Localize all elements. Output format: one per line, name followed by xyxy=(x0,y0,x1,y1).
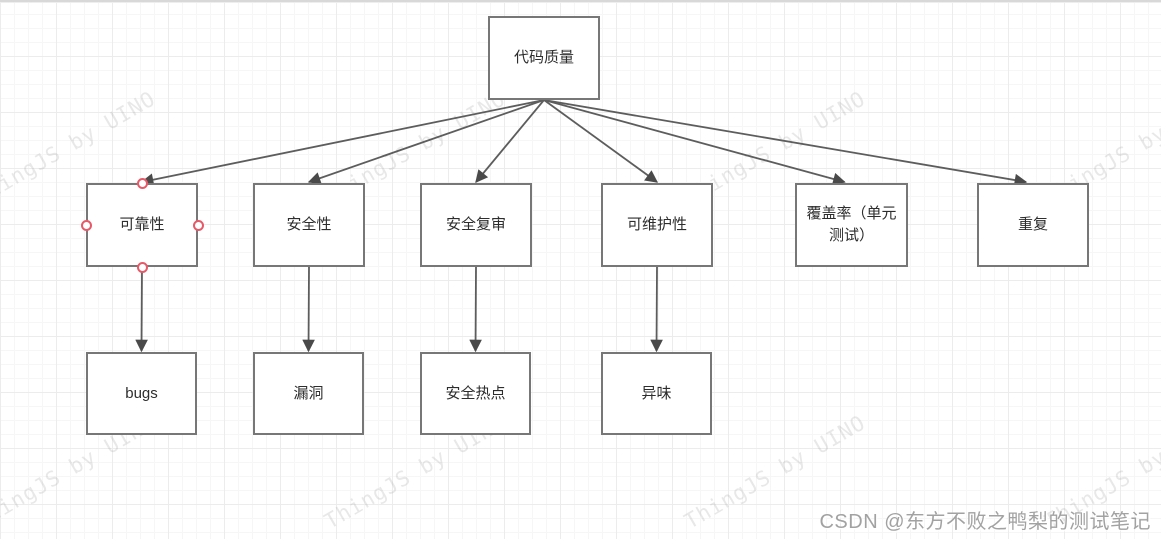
node-label: 覆盖率（单元测试） xyxy=(806,205,897,244)
diagram-node-security_review[interactable]: 安全复审 xyxy=(420,183,532,267)
edge-root-to-security[interactable] xyxy=(307,99,545,185)
diagram-node-bugs[interactable]: bugs xyxy=(86,352,197,435)
diagram-node-security_hotspot[interactable]: 安全热点 xyxy=(420,352,531,435)
connection-handle-top[interactable] xyxy=(136,177,148,189)
edge-security-to-vulnerability[interactable] xyxy=(302,266,315,353)
connection-handle-right[interactable] xyxy=(192,219,204,231)
node-label: 重复 xyxy=(1017,216,1048,233)
diagram-node-reliability[interactable]: 可靠性 xyxy=(86,183,198,267)
diagram-node-coverage[interactable]: 覆盖率（单元测试） xyxy=(795,183,908,267)
diagram-node-duplication[interactable]: 重复 xyxy=(977,183,1089,267)
edge-maintainability-to-code_smell[interactable] xyxy=(650,266,663,353)
node-label: 安全热点 xyxy=(445,384,506,402)
node-label: 代码质量 xyxy=(513,49,574,66)
canvas-top-edge xyxy=(0,0,1161,3)
diagram-node-maintainability[interactable]: 可维护性 xyxy=(601,183,713,267)
edge-reliability-to-bugs[interactable] xyxy=(135,266,148,353)
edge-root-to-reliability[interactable] xyxy=(140,99,545,186)
diagram-node-root[interactable]: 代码质量 xyxy=(488,16,600,100)
connection-handle-left[interactable] xyxy=(80,219,92,231)
connection-handle-bottom[interactable] xyxy=(136,261,148,273)
edge-root-to-duplication[interactable] xyxy=(543,99,1028,187)
node-label: 可维护性 xyxy=(626,216,687,233)
diagram-node-code_smell[interactable]: 异味 xyxy=(601,352,712,435)
node-label: 漏洞 xyxy=(293,384,324,402)
node-label: bugs xyxy=(125,384,158,402)
diagram-node-vulnerability[interactable]: 漏洞 xyxy=(253,352,364,435)
edge-root-to-maintainability[interactable] xyxy=(543,99,659,183)
node-label: 安全性 xyxy=(286,216,332,233)
node-label: 安全复审 xyxy=(445,216,506,233)
node-label: 异味 xyxy=(641,384,672,402)
edge-security_review-to-security_hotspot[interactable] xyxy=(469,266,482,353)
edge-root-to-coverage[interactable] xyxy=(543,99,846,186)
node-label: 可靠性 xyxy=(119,216,165,233)
edge-root-to-security_review[interactable] xyxy=(475,99,545,183)
diagram-node-security[interactable]: 安全性 xyxy=(253,183,365,267)
